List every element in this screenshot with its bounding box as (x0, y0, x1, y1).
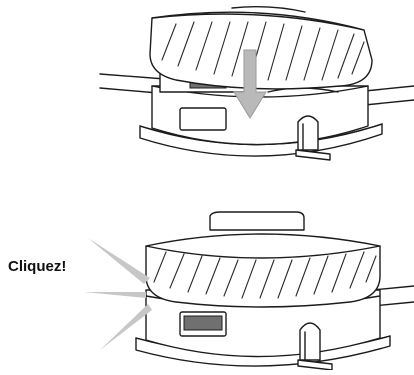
bottom-assembly (84, 212, 414, 370)
top-assembly (100, 7, 414, 160)
click-callout-label: Cliquez! (8, 258, 66, 275)
inner-slot-bottom (184, 316, 222, 330)
click-rays-icon (84, 238, 152, 350)
housing-window-top (180, 108, 226, 130)
lid-bottom (146, 212, 380, 307)
lid-top (150, 7, 372, 89)
